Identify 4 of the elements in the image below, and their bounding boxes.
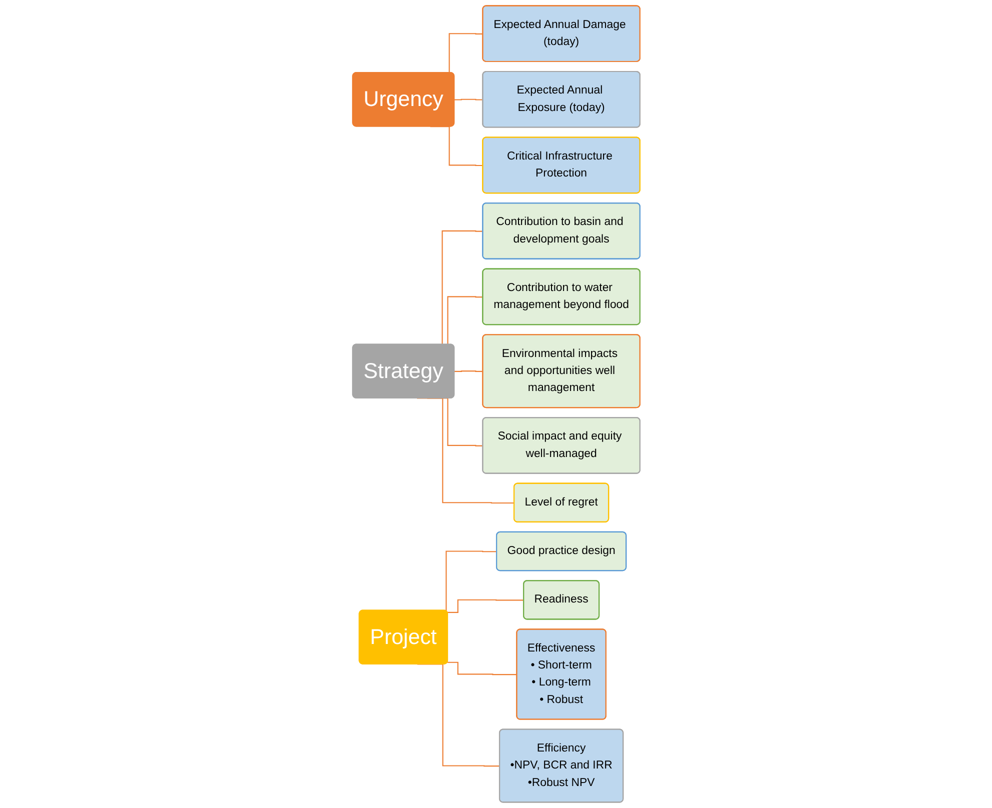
connector [447, 599, 524, 613]
connector [447, 662, 517, 676]
connector [454, 98, 483, 100]
connector [454, 370, 483, 372]
